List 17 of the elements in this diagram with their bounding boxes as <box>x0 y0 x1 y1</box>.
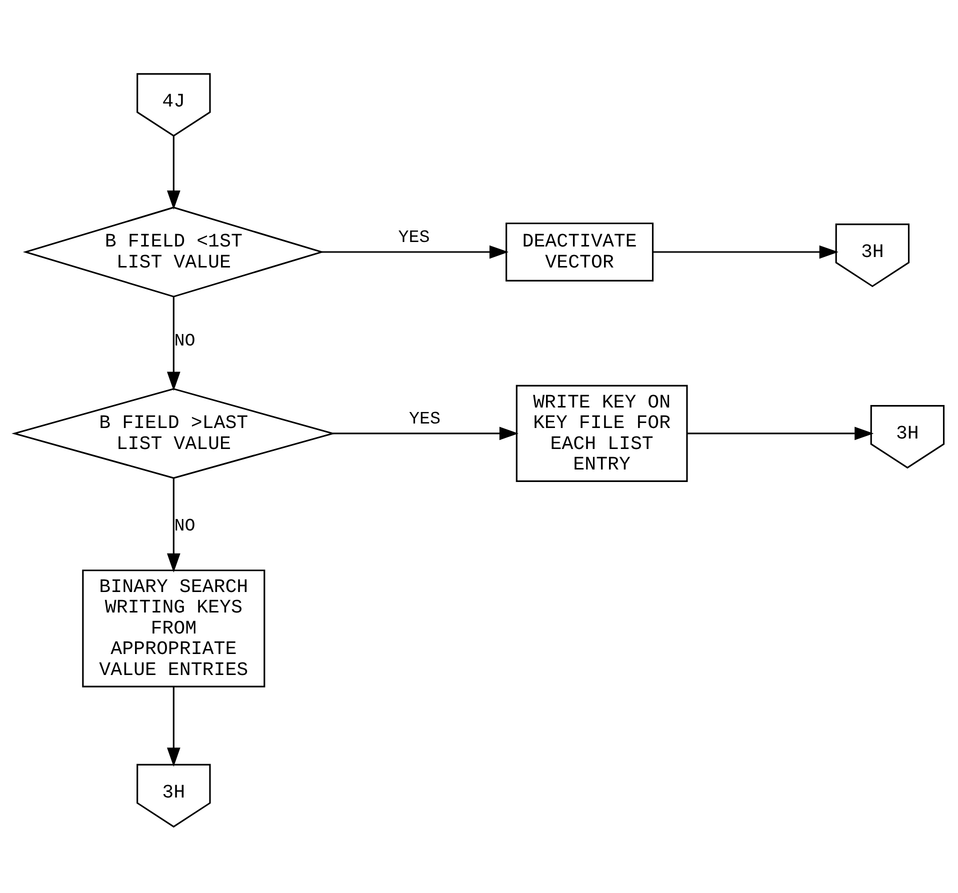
edge-label: YES <box>398 228 430 248</box>
arrow <box>653 244 838 258</box>
arrow <box>166 478 180 572</box>
arrow <box>687 426 874 440</box>
node-box: BINARY SEARCH WRITING KEYS FROM APPROPRIATE VALUE ENTRIES <box>82 569 266 687</box>
arrow <box>333 426 519 440</box>
node-box: DEACTIVATE VECTOR <box>506 222 654 281</box>
arrow <box>322 244 509 258</box>
node-diamond: B FIELD <1ST LIST VALUE <box>22 206 324 297</box>
node-box: WRITE KEY ON KEY FILE FOR EACH LIST ENTRY <box>516 384 688 482</box>
node-diamond: B FIELD >LAST LIST VALUE <box>12 388 336 478</box>
arrow <box>166 135 180 210</box>
arrow <box>166 686 180 766</box>
edge-label: NO <box>174 331 196 352</box>
edge-label: YES <box>408 409 441 430</box>
edge-label: NO <box>174 516 196 536</box>
arrow <box>166 296 180 390</box>
